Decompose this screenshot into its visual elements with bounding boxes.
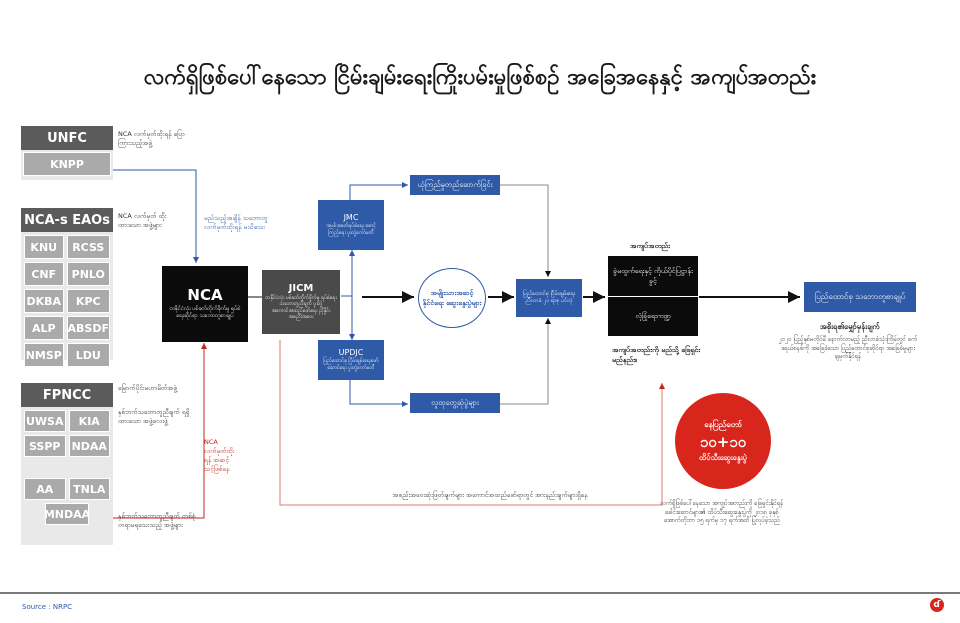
summit-badge: နေပြည်တော် ၁၀+၁၀ ထိပ်သီးဆွေးနွေးပွဲ (675, 393, 771, 489)
nca-signatories-group: NCA-s EAOs KNU RCSS CNF PNLO DKBA KPC AL… (21, 208, 113, 367)
bottom-weakness-note: အစည်းအဝေးဆုံးဖြတ်ချက်များ အကောင်အထည်ဖော်… (392, 491, 588, 499)
member-chip-ndaa: NDAA (68, 435, 110, 457)
member-chip-rcss: RCSS (66, 235, 110, 259)
member-chip-uwsa: UWSA (24, 410, 66, 432)
summit-format: ၁၀+၁၀ (699, 432, 747, 451)
source-note: Source : NRPC (22, 603, 73, 611)
deadlock-label: အကျပ်အတည်း (630, 242, 670, 250)
summit-name: ထိပ်သီးဆွေးနွေးပွဲ (699, 452, 747, 462)
goal-title: အစိုးရ၏မျှော်မှန်းချက် (820, 322, 880, 331)
union-peace-conference-box: ပြည်ထောင်စု ငြိမ်းချမ်းရေးညီလာခံ ၂၁ ရာစု… (516, 279, 582, 317)
updjc-title: UPDJC (338, 348, 364, 357)
member-chip-kpc: KPC (66, 289, 110, 313)
member-chip-knu: KNU (24, 235, 64, 259)
fpncc-header: FPNCC (21, 383, 113, 407)
fpncc-note-bilateral: နှစ်ဘက်သဘောတူညီချက် ရရှိထားသော အဖွဲ့လေးဖ… (118, 408, 190, 425)
trust-building-box: ယုံကြည်မှုတည်ဆောက်ခြင်း (410, 175, 500, 195)
member-chip-absdf: ABSDF (66, 316, 110, 340)
nca-desc: တနိုင်ငံလုံး ပစ်ခတ်တိုက်ခိုက်မှု ရပ်စဲရေ… (169, 306, 241, 319)
fpncc-note-no-agreement: နှစ်ဘက်သဘောတူညီချက် တစ်စုံတရာမရသေးသည့် အ… (118, 512, 196, 529)
red-arrow-note: NCA လက်မှတ်ထိုးရန် အဆင့်သင့်ဖြစ်နေ (204, 438, 235, 473)
member-chip-knpp: KNPP (23, 152, 111, 176)
deadlock-security: လုံခြုံရေးကဏ္ဍ (635, 311, 671, 320)
member-chip-pnlo: PNLO (66, 262, 110, 286)
summit-desc: လက်ရှိဖြစ်ပေါ်နေသော အကျပ်အတည်းကို ဖြေရှင… (660, 500, 784, 524)
jmc-title: JMC (343, 213, 359, 222)
union-accord-box: ပြည်ထောင်စု သဘောတူစာချုပ် (804, 282, 916, 312)
member-chip-mndaa: MNDAA (44, 503, 90, 525)
updjc-box: UPDJC ပြည်ထောင်စု ငြိမ်းချမ်းရေးဖော်ဆောင… (318, 340, 384, 380)
nca-title: NCA (187, 286, 223, 304)
unfc-header: UNFC (21, 126, 113, 150)
member-chip-kia: KIA (68, 410, 110, 432)
updjc-desc: ပြည်ထောင်စု ငြိမ်းချမ်းရေးဖော်ဆောင်ရေး ပ… (323, 358, 379, 371)
member-chip-alp: ALP (24, 316, 64, 340)
unfc-group: UNFC KNPP (21, 126, 113, 180)
jicm-box: JICM တနိုင်ငံလုံး ပစ်ခတ်တိုက်ခိုက်မှု ရပ… (262, 270, 340, 334)
national-dialogue-circle: အမျိုးသားအဆင့် နိုင်ငံရေး ဆွေးနွေးပွဲမျာ… (418, 268, 486, 328)
member-chip-aa: AA (24, 478, 66, 500)
jicm-title: JICM (288, 282, 314, 294)
publisher-logo-icon: ɗ (930, 598, 944, 612)
member-chip-ldu: LDU (66, 343, 110, 367)
member-chip-nmsp: NMSP (24, 343, 64, 367)
jmc-desc: အပစ်အခတ်ရပ်စဲရေး စောင့်ကြည့်ရေး ပူးတွဲကေ… (326, 223, 376, 236)
deadlock-secession: ခွဲမထွက်ရေးနှင့် ကိုယ်ပိုင်ပြဋ္ဌာန်းခွင့… (613, 267, 693, 285)
public-meetings-box: လူထုတွေ့ဆုံပွဲများ (410, 393, 500, 413)
nca-signatories-header: NCA-s EAOs (21, 208, 113, 232)
member-chip-sspp: SSPP (24, 435, 66, 457)
page-title: လက်ရှိဖြစ်ပေါ်နေသော ငြိမ်းချမ်းရေးကြိုးပ… (143, 65, 817, 90)
unfc-arrow-note: မည်သည့်အချိန် သဘောတူလက်မှတ်ထိုးရန် မသိသေ… (204, 214, 268, 231)
member-chip-dkba: DKBA (24, 289, 64, 313)
unfc-note: NCA လက်မှတ်ထိုးရန် ပြောကြားသည့်အဖွဲ့ (118, 130, 185, 147)
goal-desc: ၂၀၂၀ ပြည့်နှစ်မတိုင်မီ နောက်လာမည့် ညီလာခ… (778, 336, 918, 360)
nca-box: NCA တနိုင်ငံလုံး ပစ်ခတ်တိုက်ခိုက်မှု ရပ်… (162, 266, 248, 342)
member-chip-tnla: TNLA (68, 478, 110, 500)
fpncc-group: FPNCC UWSA KIA SSPP NDAA AA TNLA MNDAA (21, 383, 113, 545)
member-chip-cnf: CNF (24, 262, 64, 286)
summit-location: နေပြည်တော် (704, 419, 742, 429)
nca-signatories-note: NCA လက်မှတ် ထိုးထားသော အဖွဲ့များ (118, 212, 167, 229)
jmc-box: JMC အပစ်အခတ်ရပ်စဲရေး စောင့်ကြည့်ရေး ပူးတ… (318, 200, 384, 250)
jicm-desc: တနိုင်ငံလုံး ပစ်ခတ်တိုက်ခိုက်မှု ရပ်စဲရေ… (265, 294, 337, 321)
fpncc-note-alliance: မြောက်ပိုင်းမဟာမိတ်အဖွဲ့ (118, 384, 177, 392)
deadlock-question: အကျပ်အတည်းကို မည်သို့ ဖြေရှင်းမည်နည်း။ (612, 346, 700, 364)
deadlock-box: ခွဲမထွက်ရေးနှင့် ကိုယ်ပိုင်ပြဋ္ဌာန်းခွင့… (608, 256, 698, 336)
